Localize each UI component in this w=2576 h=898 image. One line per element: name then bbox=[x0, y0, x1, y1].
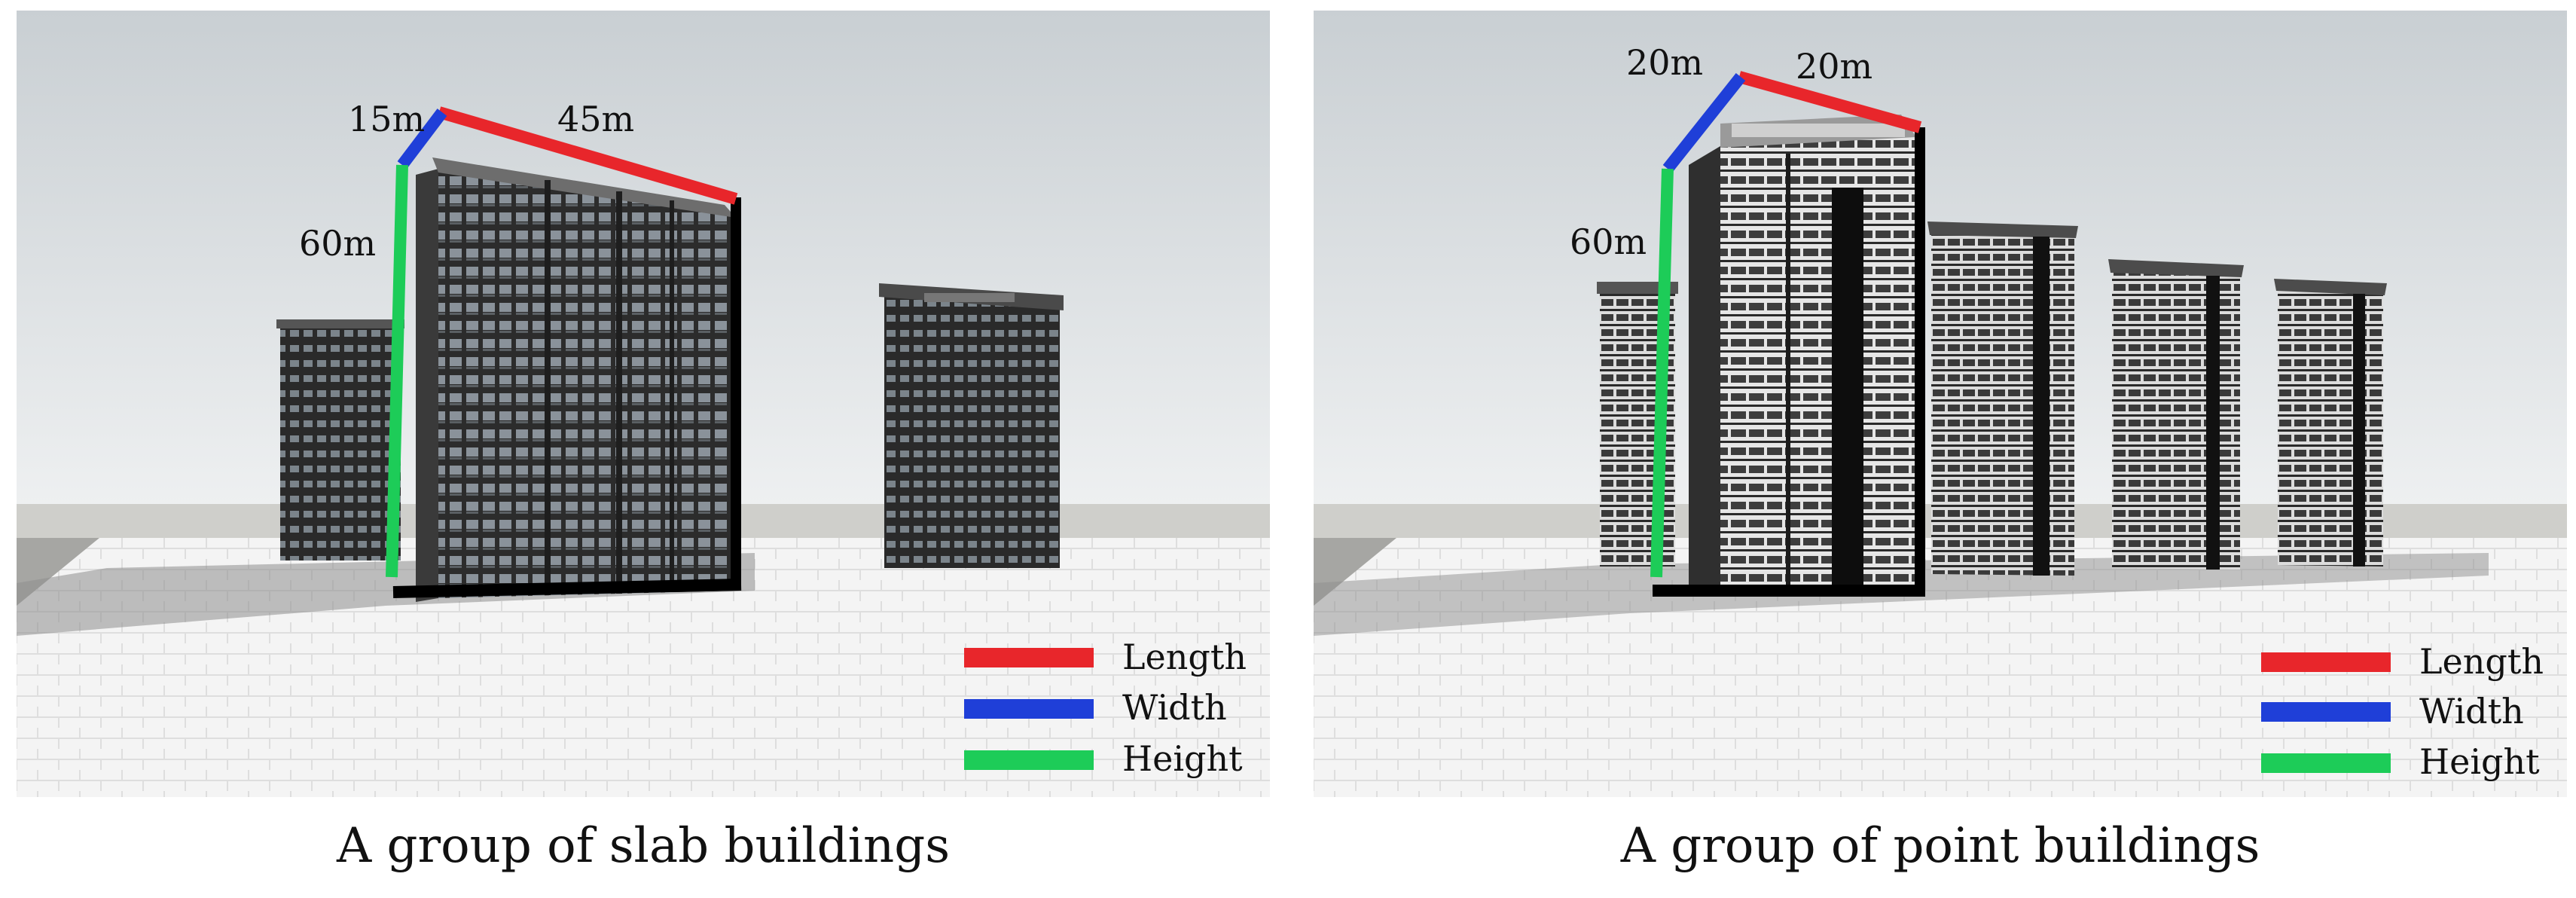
main-point-building bbox=[1689, 115, 1916, 597]
background-slab-building-right bbox=[879, 283, 1064, 568]
background-slab-building-left bbox=[276, 319, 404, 560]
width-label: 20m bbox=[1626, 42, 1703, 83]
width-dimension-line bbox=[1662, 73, 1746, 173]
point-buildings-render: 20m 20m 60m Length Width Height bbox=[1314, 11, 2567, 797]
legend-swatch-width bbox=[2261, 702, 2391, 722]
point-buildings-panel: 20m 20m 60m Length Width Height bbox=[1314, 11, 2567, 797]
slab-buildings-panel: 45m 15m 60m Length Width Height bbox=[17, 11, 1270, 797]
length-label: 20m bbox=[1796, 46, 1872, 87]
height-dimension-line bbox=[1650, 168, 1674, 578]
slab-buildings-render: 45m 15m 60m Length Width Height bbox=[17, 11, 1270, 797]
background-point-tower-3 bbox=[2274, 279, 2387, 567]
legend-label-height: Height bbox=[1122, 738, 1243, 779]
height-label: 60m bbox=[1570, 221, 1647, 262]
legend-swatch-height bbox=[964, 750, 1094, 770]
width-label: 15m bbox=[348, 99, 425, 139]
legend-label-width: Width bbox=[2419, 691, 2524, 732]
length-dimension-line bbox=[437, 106, 738, 205]
legend-swatch-width bbox=[964, 699, 1094, 719]
height-label: 60m bbox=[299, 223, 376, 264]
base-outline-line bbox=[392, 579, 742, 598]
point-buildings-caption: A group of point buildings bbox=[1620, 818, 2260, 874]
legend: Length Width Height bbox=[2261, 641, 2544, 782]
slab-buildings-caption: A group of slab buildings bbox=[336, 818, 951, 874]
length-label: 45m bbox=[557, 99, 634, 139]
legend-label-height: Height bbox=[2419, 741, 2540, 782]
legend-swatch-height bbox=[2261, 753, 2391, 773]
height-dimension-line bbox=[386, 164, 408, 578]
legend-swatch-length bbox=[964, 648, 1094, 667]
main-slab-building bbox=[416, 157, 736, 602]
legend: Length Width Height bbox=[964, 637, 1247, 779]
length-dimension-line bbox=[1737, 71, 1922, 133]
background-point-tower-2 bbox=[2108, 259, 2244, 570]
background-point-tower-1 bbox=[1927, 221, 2078, 576]
legend-label-width: Width bbox=[1122, 687, 1227, 728]
legend-label-length: Length bbox=[1122, 637, 1247, 677]
legend-swatch-length bbox=[2261, 652, 2391, 672]
legend-label-length: Length bbox=[2419, 641, 2544, 682]
width-dimension-line bbox=[397, 108, 447, 169]
